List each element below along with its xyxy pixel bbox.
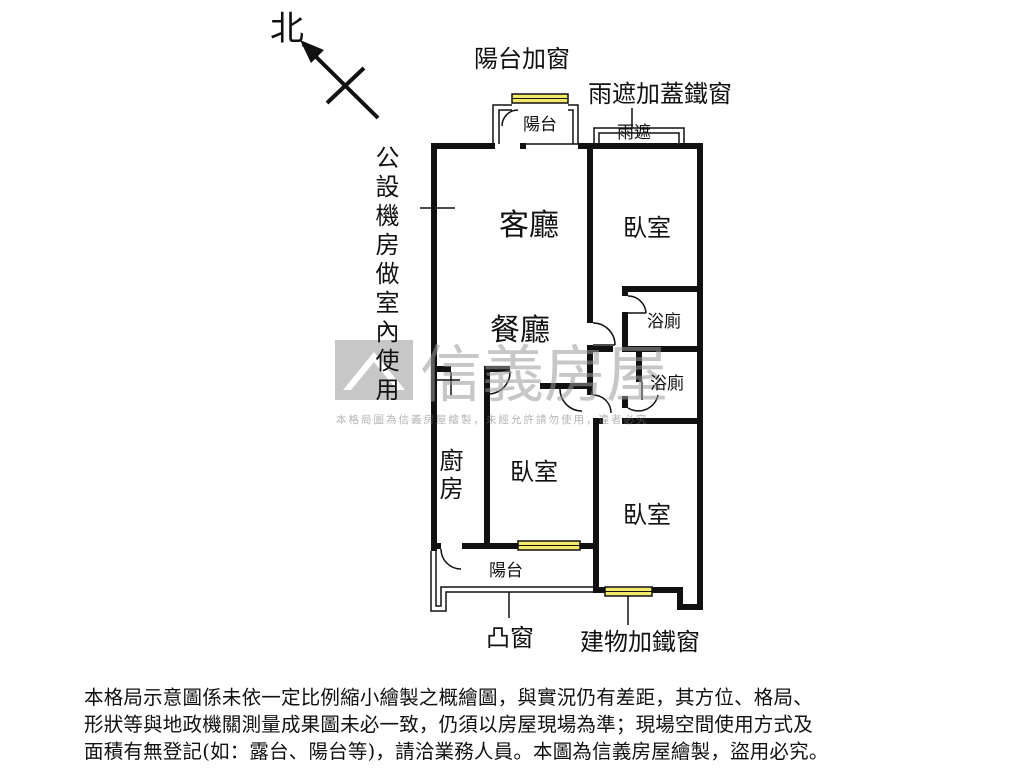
- disclaimer-line-1: 本格局示意圖係未依一定比例縮小繪製之概繪圖，與實況仍有差距，其方位、格局、: [84, 686, 813, 709]
- label-dining-room: 餐廳: [490, 313, 550, 348]
- doors: [437, 295, 659, 570]
- label-bedroom-ne: 臥室: [623, 214, 671, 242]
- label-building-window: 建物加鐵窗: [580, 628, 700, 656]
- disclaimer-line-3: 面積有無登記(如：露台、陽台等)，請洽業務人員。本圖為信義房屋繪製，盜用必究。: [84, 740, 829, 763]
- label-rain-shelter-window: 雨遮加蓋鐵窗: [588, 80, 732, 108]
- watermark-notice: 本格局圖為信義房屋繪製，未經允許請勿使用，違者必究: [336, 413, 649, 426]
- label-bay-window: 凸窗: [486, 624, 534, 652]
- balcony-top-outline: [492, 104, 579, 145]
- compass-north-label: 北: [270, 9, 304, 49]
- label-balcony-top: 陽台: [523, 115, 557, 135]
- label-balcony-window-top: 陽台加窗: [474, 45, 570, 73]
- label-balcony-bottom: 陽台: [489, 561, 523, 581]
- north-arrowhead-icon: [300, 40, 324, 63]
- watermark-brand: 信義房屋: [420, 338, 668, 411]
- watermark: 信義房屋 本格局圖為信義房屋繪製，未經允許請勿使用，違者必究: [335, 338, 668, 426]
- label-living-room: 客廳: [499, 208, 559, 243]
- label-rain-shelter: 雨遮: [617, 123, 651, 143]
- rain-shelter-outline: [593, 108, 685, 144]
- walls: [431, 143, 703, 610]
- balcony-bottom-outline: [430, 551, 593, 618]
- label-bedroom-se: 臥室: [623, 501, 671, 529]
- label-public-room: 公設機房做室內使用: [371, 145, 399, 406]
- label-bedroom-mid: 臥室: [510, 458, 558, 486]
- label-kitchen: 廚房: [435, 448, 463, 504]
- compass-cross-icon: [325, 66, 366, 105]
- label-bath-2: 浴廁: [650, 373, 684, 394]
- disclaimer: 本格局示意圖係未依一定比例縮小繪製之概繪圖，與實況仍有差距，其方位、格局、 形狀…: [84, 684, 964, 765]
- disclaimer-line-2: 形狀等與地政機關測量成果圖未必一致，仍須以房屋現場為準；現場空間使用方式及: [84, 713, 813, 736]
- compass: 北: [270, 9, 380, 120]
- label-bath-1: 浴廁: [647, 311, 681, 332]
